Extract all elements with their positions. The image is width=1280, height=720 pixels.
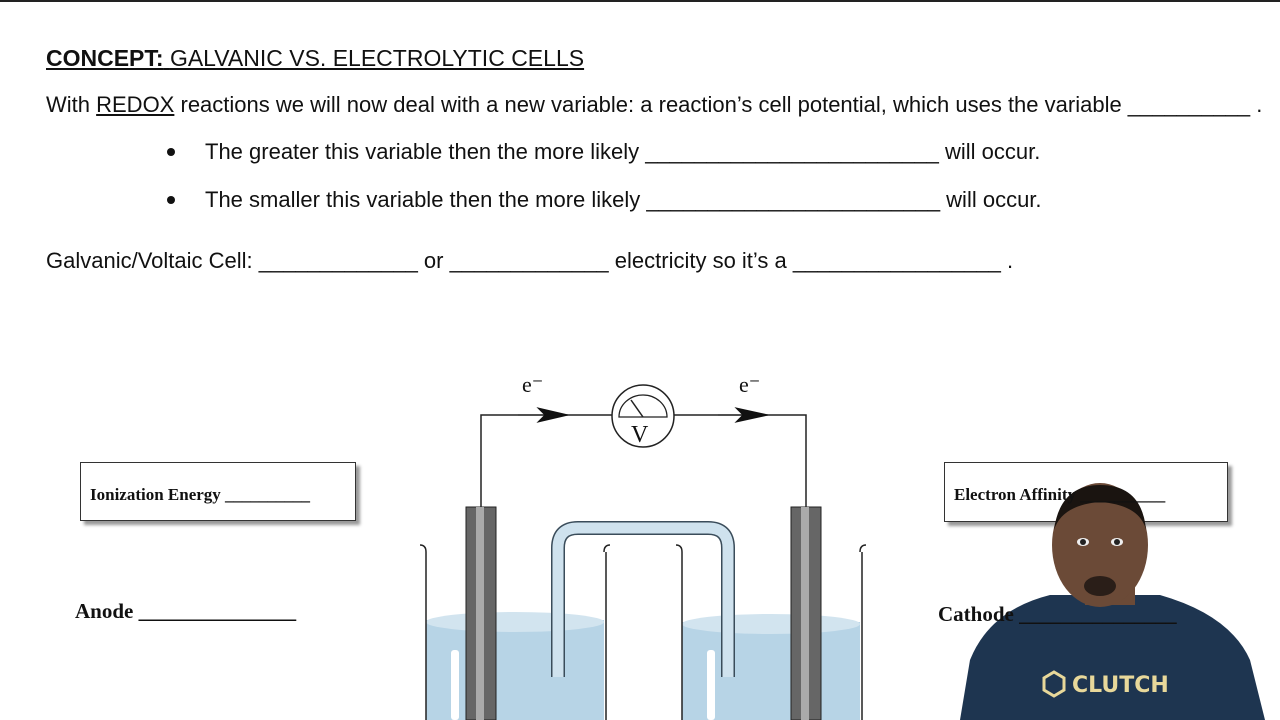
voltmeter-label: V — [631, 422, 649, 448]
presenter-shirt — [960, 595, 1265, 720]
hexagon-logo-icon — [1042, 670, 1066, 698]
ionization-energy-box: Ionization Energy __________ — [80, 462, 356, 521]
beaker-right — [675, 544, 867, 720]
bullet-greater: The greater this variable then the more … — [205, 139, 1041, 164]
cathode-label: Cathode _______________ — [938, 602, 1177, 626]
anode-electrode — [465, 506, 497, 720]
electron-affinity-text: Electron Affinity __________ — [954, 485, 1166, 504]
shirt-logo-text: CLUTCH — [1072, 673, 1169, 698]
bullet-dot — [167, 148, 175, 156]
page-title: CONCEPT: GALVANIC VS. ELECTROLYTIC CELLS — [46, 45, 585, 71]
presenter-video: CLUTCH — [960, 483, 1265, 720]
arrow-left-icon — [518, 407, 569, 423]
presenter-head — [1052, 483, 1148, 607]
galvanic-line: Galvanic/Voltaic Cell: _____________ or … — [46, 248, 1014, 273]
bullet-dot — [167, 196, 175, 204]
voltmeter-icon — [611, 384, 675, 448]
electron-label-left: e⁻ — [522, 372, 543, 397]
intro-line: With REDOX reactions we will now deal wi… — [46, 92, 1263, 117]
cathode-electrode — [790, 506, 822, 720]
anode-label: Anode _______________ — [75, 599, 297, 623]
top-border — [0, 0, 1280, 2]
electron-label-right: e⁻ — [739, 372, 760, 397]
bullet-smaller: The smaller this variable then the more … — [205, 187, 1042, 212]
arrow-right-icon — [718, 407, 769, 423]
redox-keyword: REDOX — [96, 92, 175, 117]
salt-bridge — [551, 521, 735, 677]
beaker-left — [419, 544, 611, 720]
